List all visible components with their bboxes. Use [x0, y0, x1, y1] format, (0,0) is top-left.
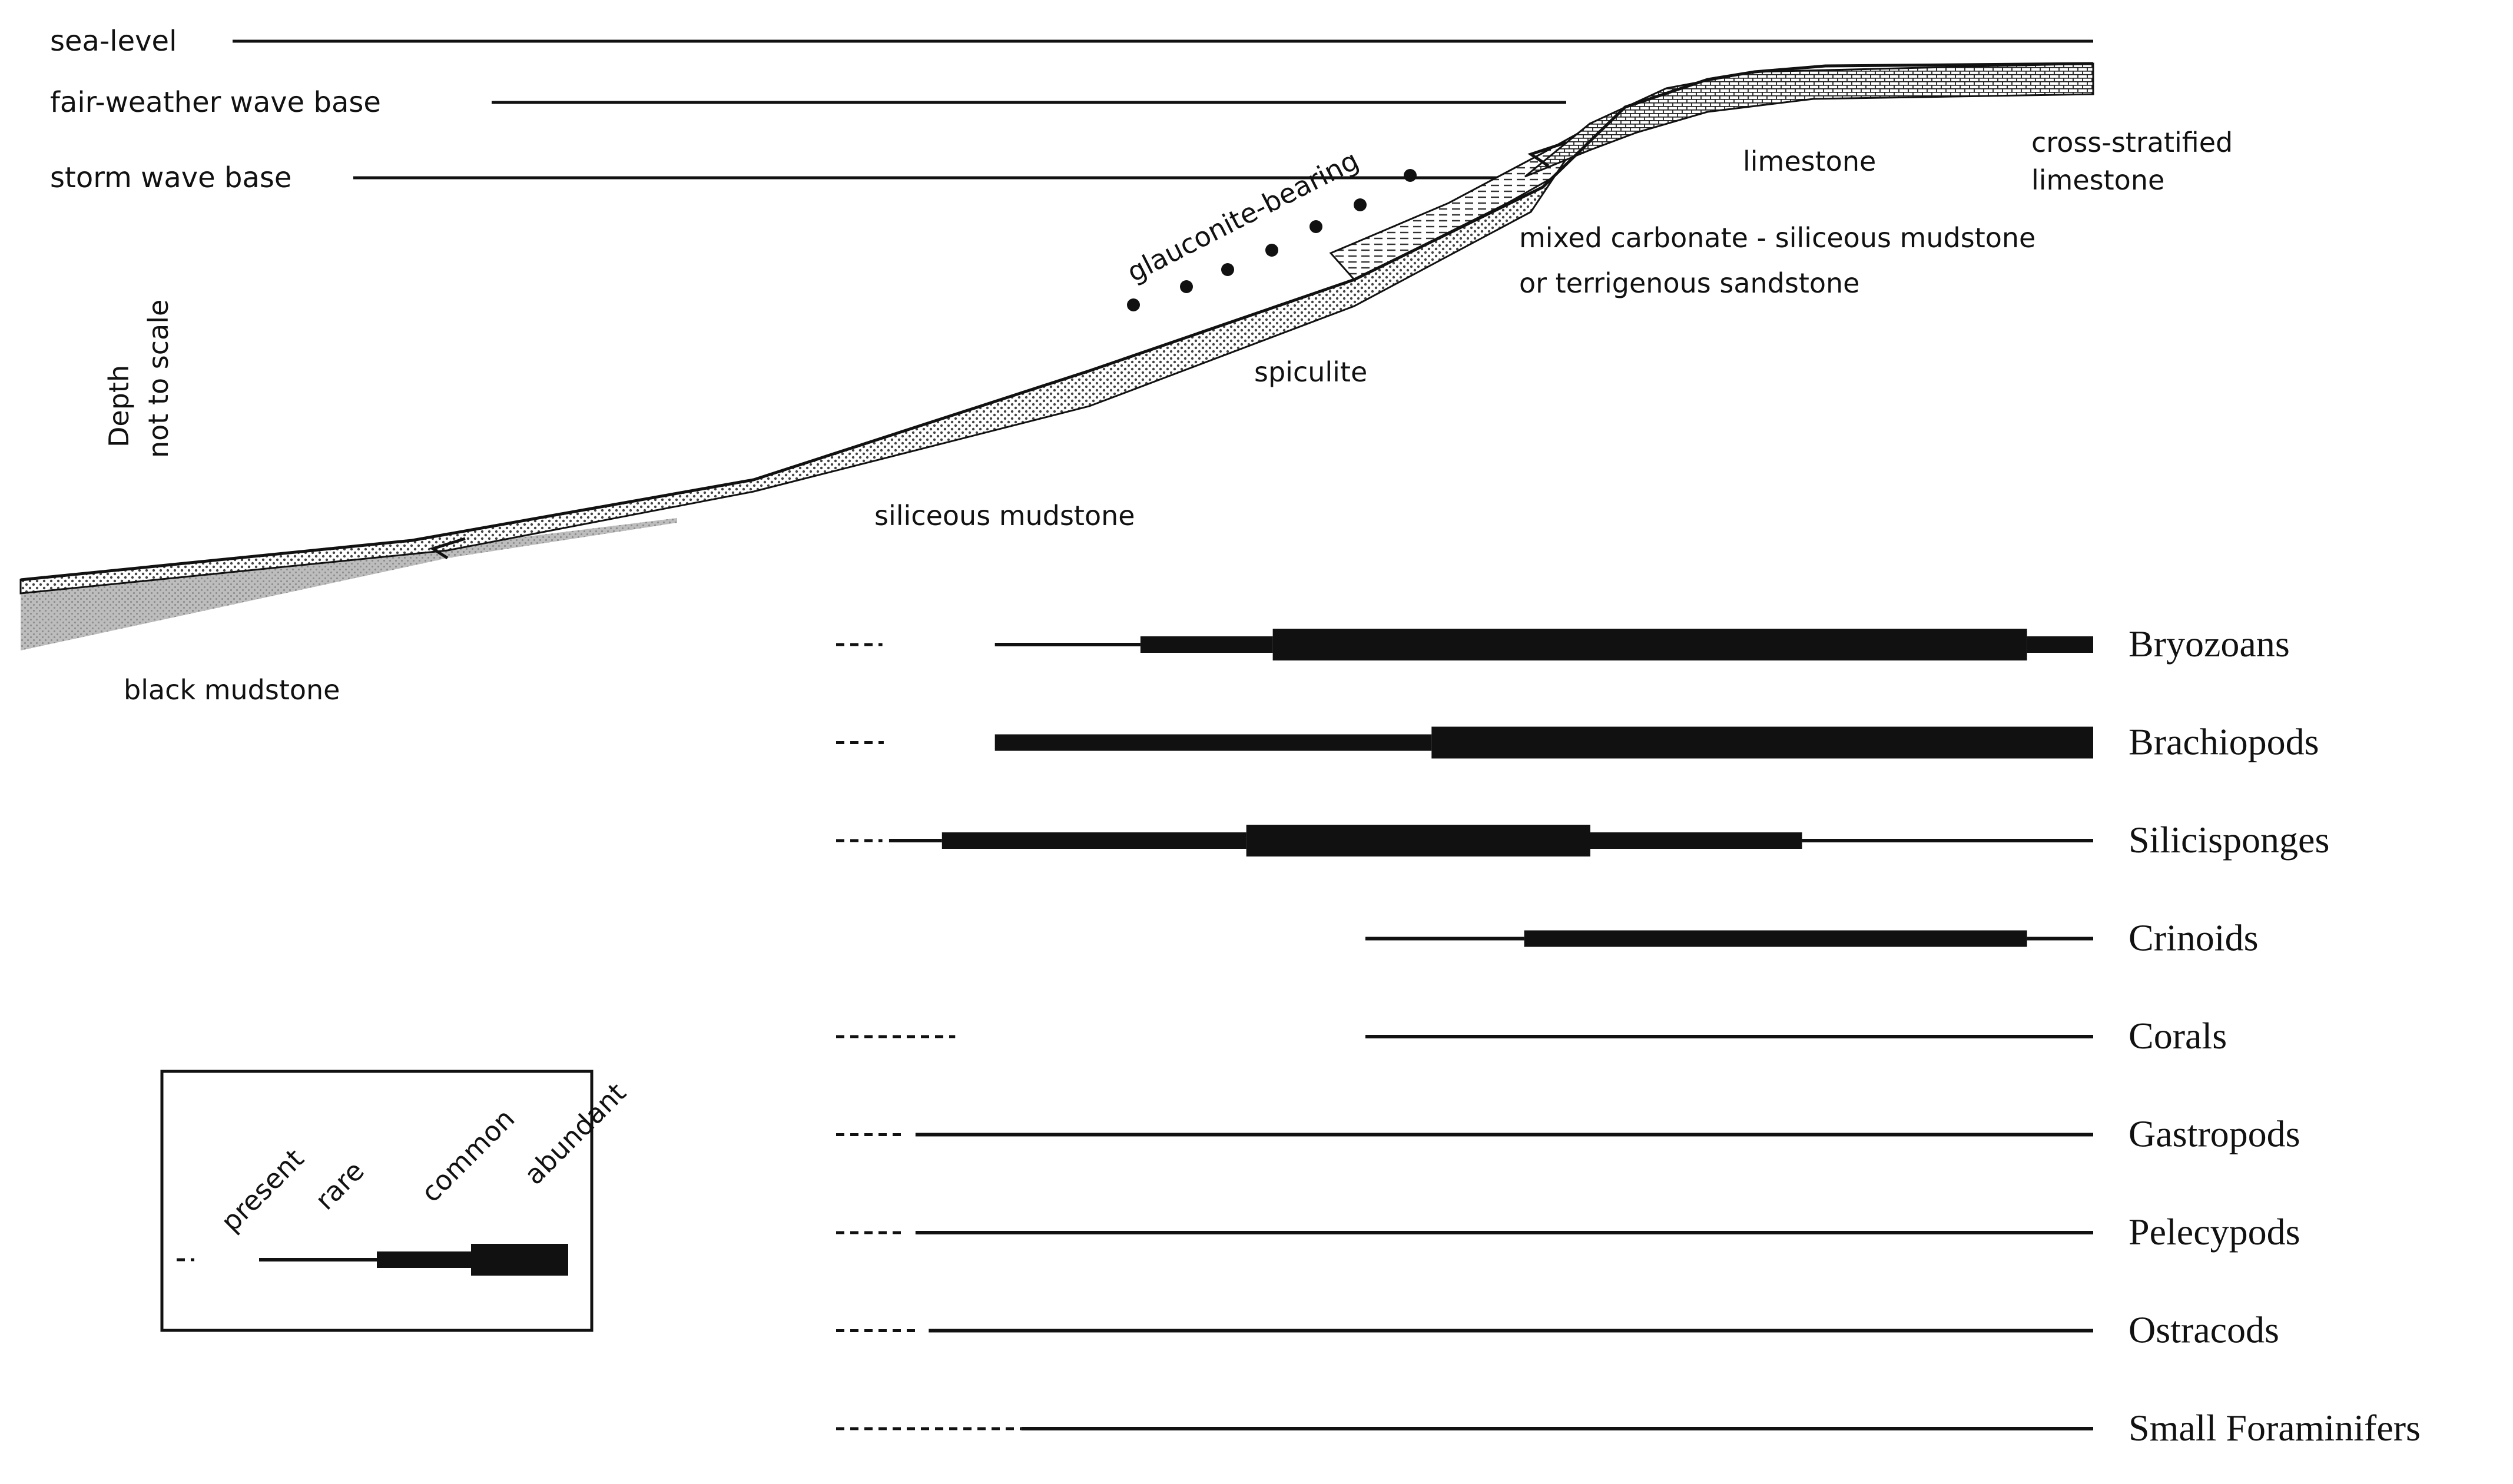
taxon-label: Small Foraminifers: [2129, 1407, 2421, 1449]
taxon-row-silicisponges: Silicisponges: [836, 819, 2329, 861]
legend-present-label: present: [215, 1143, 310, 1238]
legend-rare-sample: [259, 1258, 377, 1261]
mixed-carbonate-label-line1: mixed carbonate - siliceous mudstone: [1519, 222, 2035, 254]
abundance-rare-segment: [915, 1133, 2093, 1137]
taxon-label: Gastropods: [2129, 1113, 2300, 1155]
taxon-row-corals: Corals: [836, 1015, 2227, 1057]
ramp-profile: [19, 62, 2094, 650]
legend-common-label: common: [415, 1103, 521, 1209]
abundance-rare-segment: [994, 643, 1141, 646]
abundance-common-segment: [941, 832, 1246, 849]
abundance-rare-segment: [929, 1329, 2093, 1333]
not-to-scale-label: not to scale: [142, 300, 174, 458]
taxon-row-gastropods: Gastropods: [836, 1113, 2300, 1155]
cross-stratified-label-line1: cross-stratified: [2031, 127, 2233, 158]
taxon-label: Silicisponges: [2129, 819, 2329, 861]
legend-abundant-label: abundant: [518, 1077, 632, 1191]
taxon-label: Bryozoans: [2129, 623, 2290, 665]
abundance-rare-segment: [888, 839, 942, 842]
spiculite-label: spiculite: [1254, 356, 1367, 388]
abundance-rare-segment: [915, 1231, 2093, 1234]
depth-label: Depth: [103, 365, 135, 447]
legend-bar-samples: [177, 1244, 568, 1276]
abundance-rare-segment: [2027, 937, 2093, 941]
sediment-surface: [20, 62, 2094, 582]
sea-level-label: sea-level: [50, 25, 177, 58]
abundance-legend: present rare common abundant: [160, 1070, 632, 1332]
abundance-abundant-segment: [1272, 629, 2027, 660]
reference-levels: sea-level fair-weather wave base storm w…: [50, 25, 2093, 194]
legend-frame: [160, 1070, 594, 1332]
taxon-row-small-foraminifers: Small Foraminifers: [836, 1407, 2421, 1449]
legend-rare-label: rare: [309, 1155, 370, 1216]
abundance-rare-segment: [1802, 839, 2093, 842]
interfinger-mark-upper: [1527, 141, 1567, 168]
abundance-rare-segment: [1365, 1035, 2093, 1038]
taxon-row-bryozoans: Bryozoans: [836, 623, 2290, 665]
black-mudstone-label: black mudstone: [124, 674, 340, 706]
mixed-carbonate-label-line2: or terrigenous sandstone: [1519, 267, 1859, 299]
abundance-abundant-segment: [1246, 825, 1590, 856]
taxon-label: Crinoids: [2129, 917, 2258, 959]
abundance-common-segment: [2027, 636, 2093, 653]
taxon-label: Pelecypods: [2129, 1211, 2300, 1253]
siliceous-mudstone-label: siliceous mudstone: [874, 500, 1135, 532]
abundance-abundant-segment: [1431, 726, 2093, 759]
legend-abundant-sample: [471, 1244, 568, 1276]
glauconite-bearing-label: glauconite-bearing: [1122, 144, 1364, 288]
abundance-rare-segment: [1365, 937, 1524, 941]
abundance-common-segment: [1524, 930, 2027, 947]
taxon-label: Brachiopods: [2129, 721, 2319, 763]
taxon-row-ostracods: Ostracods: [836, 1309, 2279, 1351]
abundance-common-segment: [1140, 636, 1273, 653]
biota-distribution: BryozoansBrachiopodsSilicispongesCrinoid…: [836, 623, 2421, 1449]
taxon-row-pelecypods: Pelecypods: [836, 1211, 2300, 1253]
abundance-common-segment: [994, 734, 1432, 751]
taxon-label: Ostracods: [2129, 1309, 2279, 1351]
cross-stratified-label-line2: limestone: [2031, 164, 2164, 196]
taxon-row-crinoids: Crinoids: [1365, 917, 2258, 959]
abundance-common-segment: [1590, 832, 1802, 849]
glauconite-dots: [1127, 169, 1417, 311]
abundance-rare-segment: [1021, 1427, 2093, 1430]
fair-weather-wave-base-label: fair-weather wave base: [50, 86, 381, 119]
interfinger-mark-lower: [429, 537, 466, 560]
taxon-label: Corals: [2129, 1015, 2227, 1057]
legend-common-sample: [377, 1251, 471, 1268]
facies-labels: black mudstone siliceous mudstone spicul…: [124, 127, 2233, 706]
taxon-row-brachiopods: Brachiopods: [836, 721, 2319, 763]
limestone-label: limestone: [1743, 145, 1876, 177]
depth-axis-label: Depth not to scale: [103, 300, 174, 458]
storm-wave-base-label: storm wave base: [50, 161, 291, 194]
basinal-wedge: [21, 518, 677, 650]
